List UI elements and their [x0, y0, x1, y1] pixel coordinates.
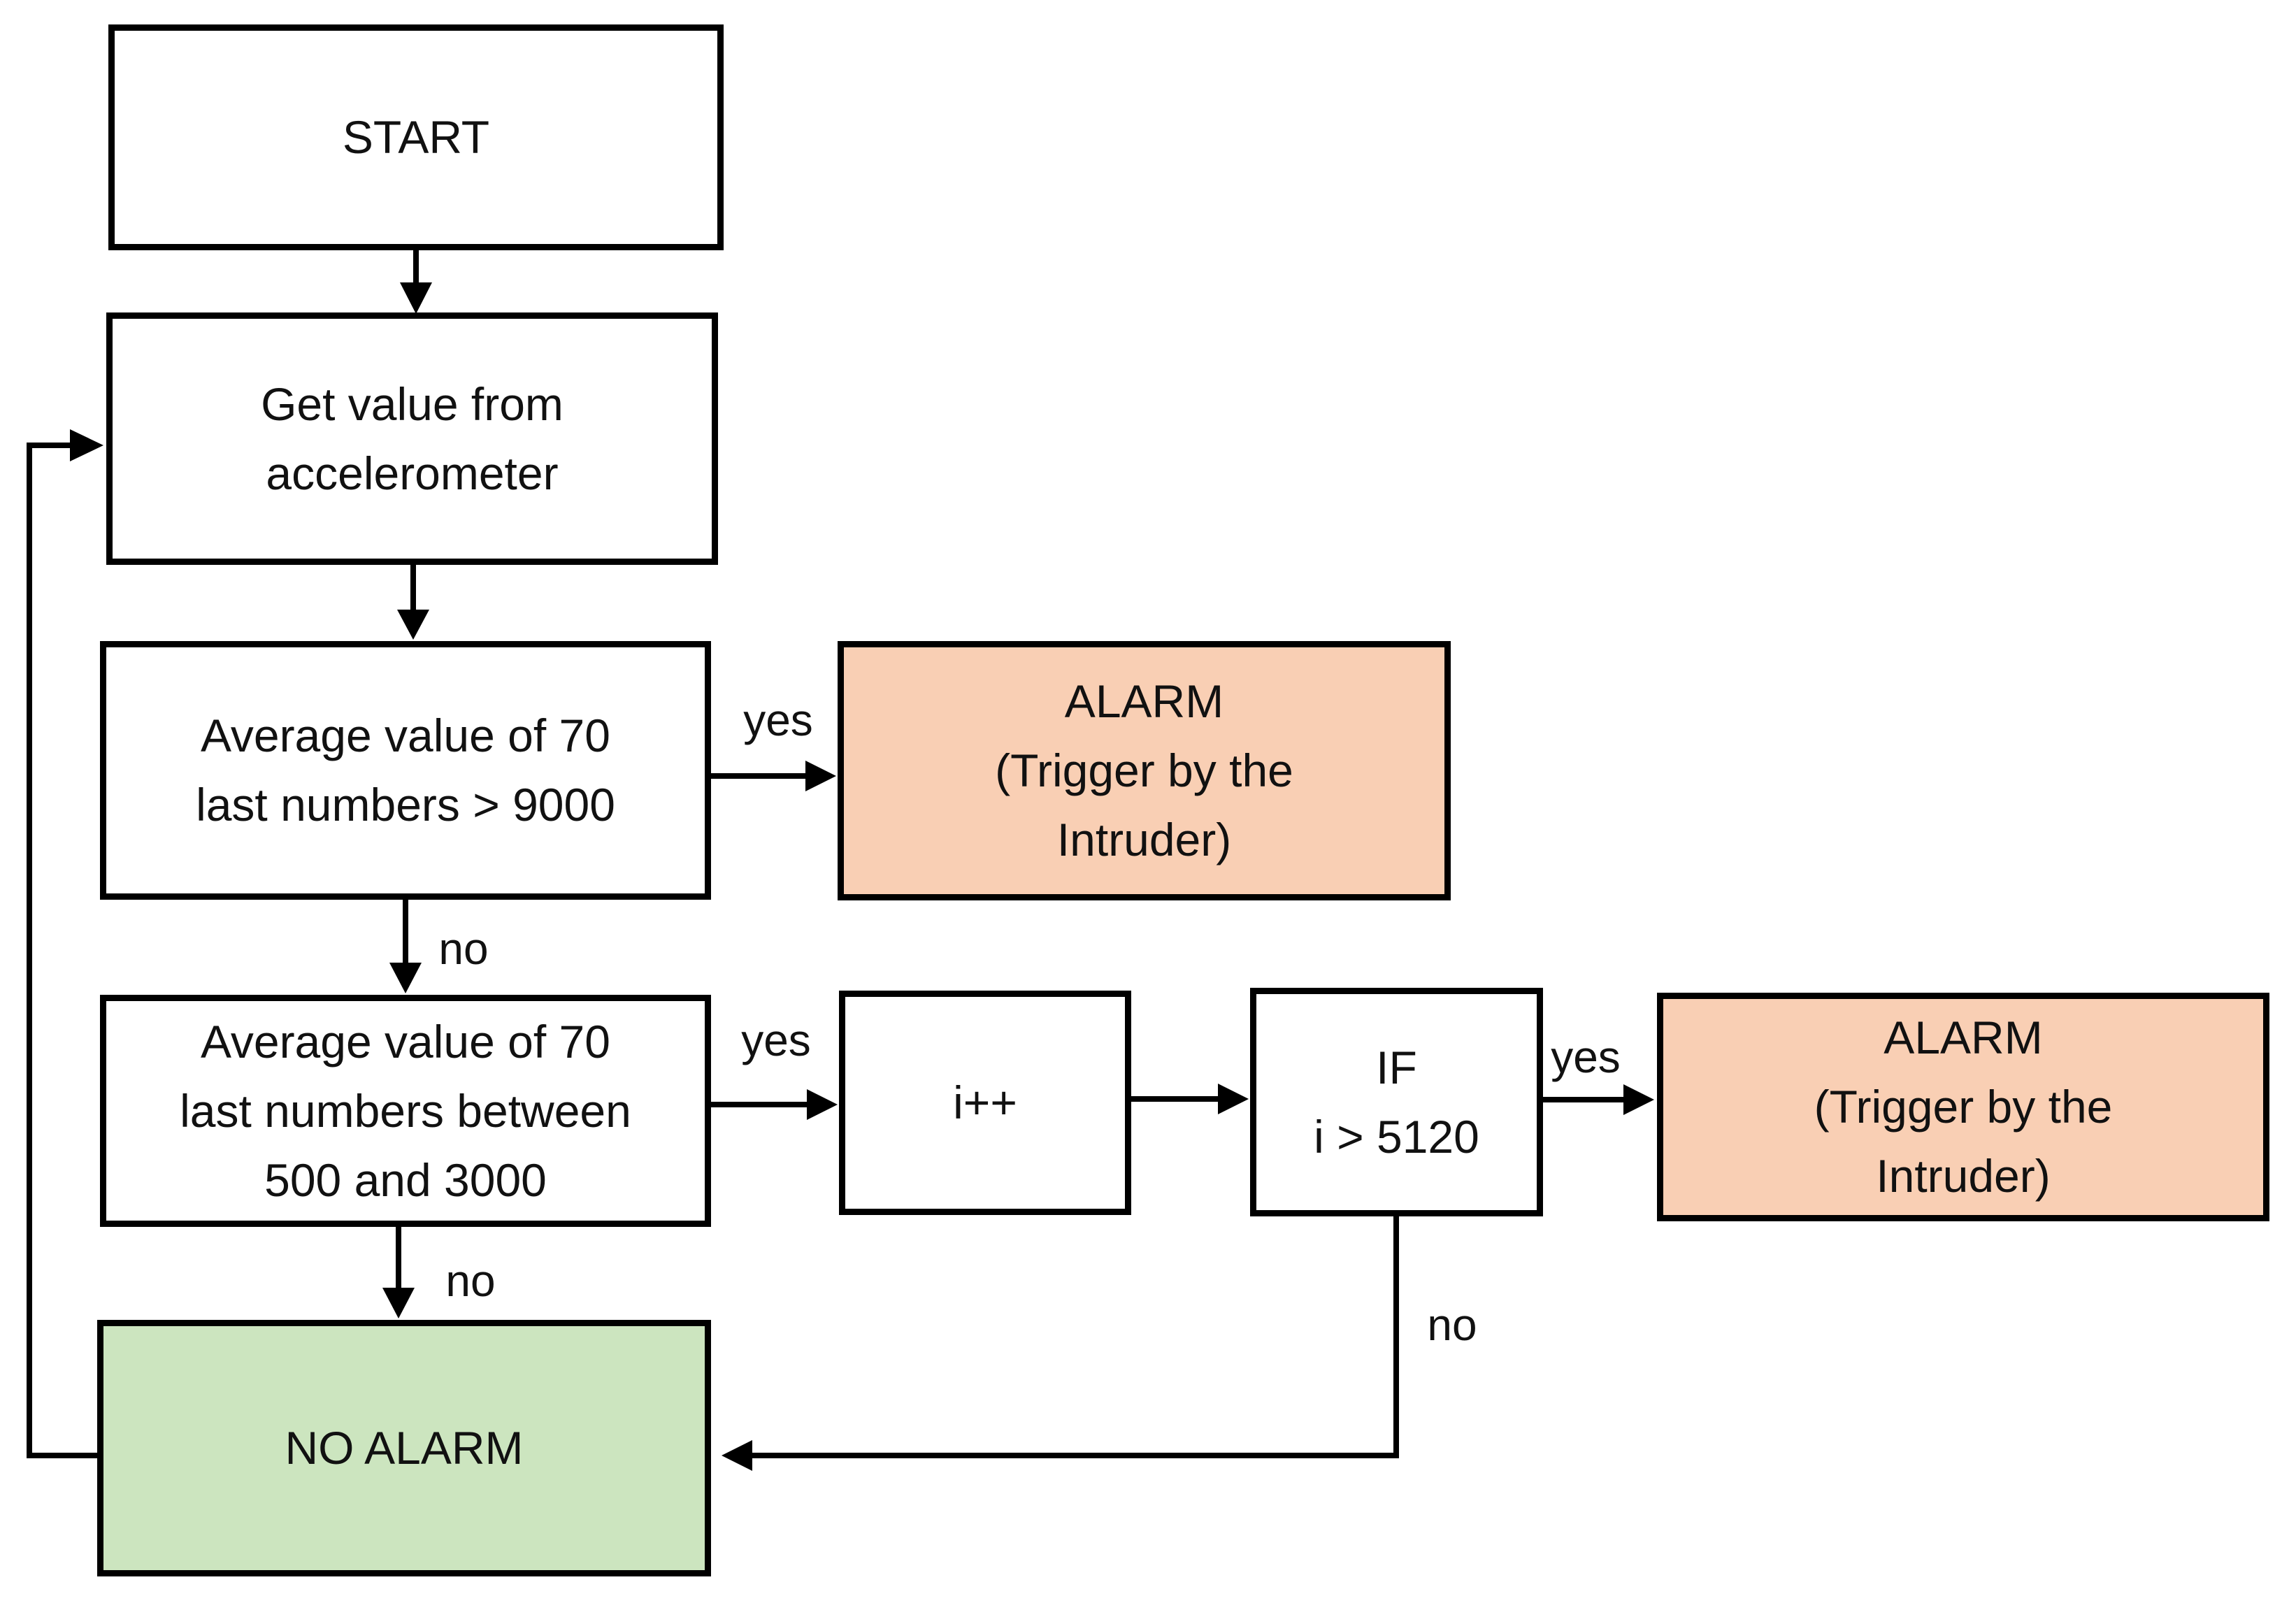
edge-label-avg9000-yes: yes: [743, 695, 813, 745]
edge-label-between-no: no: [445, 1256, 496, 1306]
edge-if-no-to-no-alarm: [722, 1216, 1399, 1471]
edge-label-if-yes: yes: [1551, 1032, 1621, 1082]
edge-avg-between-no-to-no-alarm: [382, 1227, 415, 1318]
node-no-alarm: NO ALARM: [97, 1320, 711, 1576]
node-increment-i: i++: [839, 991, 1131, 1215]
edge-avg9000-yes-to-alarm: [711, 761, 836, 791]
edge-label-avg9000-no: no: [438, 923, 489, 974]
edge-label-if-no: no: [1427, 1300, 1477, 1350]
edge-start-to-get-value: [400, 250, 432, 314]
node-average-between-500-3000: Average value of 70 last numbers between…: [100, 995, 711, 1227]
edge-avg9000-no-to-avg-between: [389, 900, 422, 993]
node-start: START: [108, 24, 724, 250]
edge-no-alarm-loop-to-get-value: [27, 429, 103, 1458]
edge-increment-to-if: [1131, 1084, 1249, 1114]
node-alarm-intruder-right: ALARM (Trigger by the Intruder): [1657, 993, 2269, 1221]
node-if-i-gt-5120: IF i > 5120: [1250, 988, 1543, 1216]
node-average-gt-9000: Average value of 70 last numbers > 9000: [100, 641, 711, 900]
edge-avg-between-yes-to-increment: [711, 1089, 838, 1120]
node-get-value-from-accelerometer: Get value from accelerometer: [106, 312, 718, 565]
edge-if-yes-to-alarm: [1543, 1084, 1654, 1115]
edge-get-value-to-avg9000: [397, 565, 429, 640]
node-alarm-intruder-top: ALARM (Trigger by the Intruder): [838, 641, 1451, 900]
edge-label-between-yes: yes: [741, 1015, 811, 1065]
